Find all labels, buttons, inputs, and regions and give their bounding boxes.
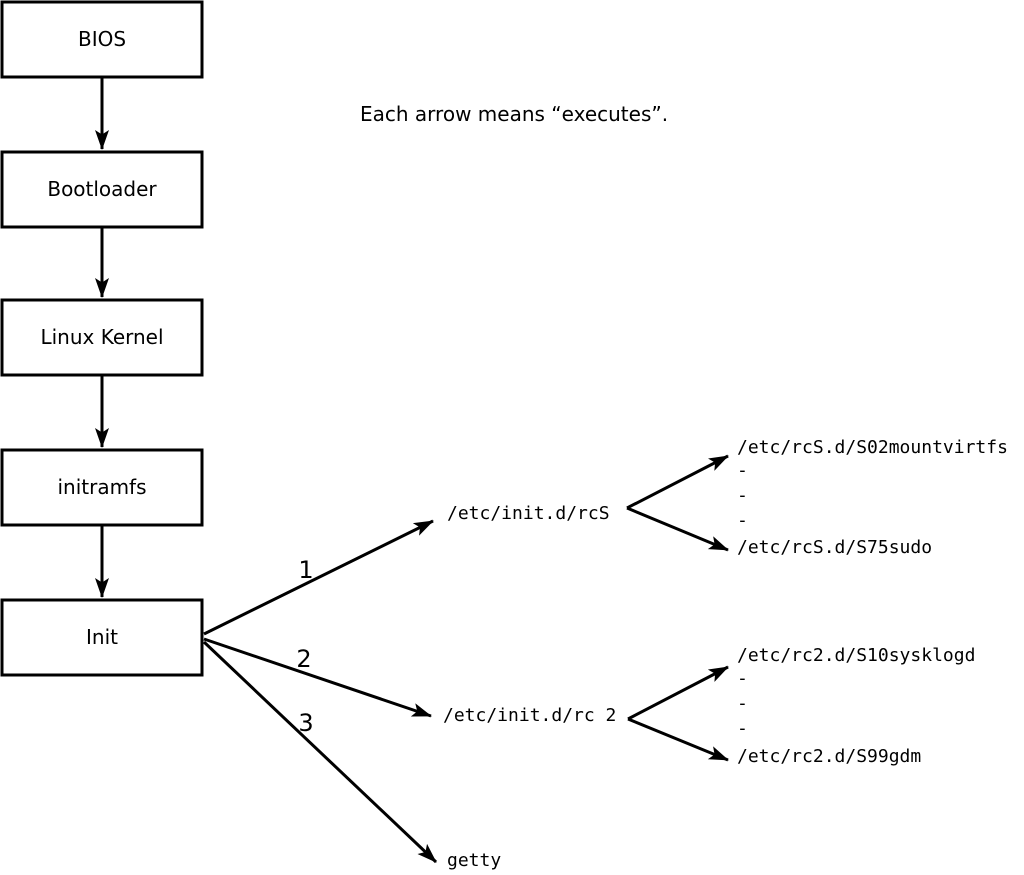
branch-rc2: /etc/init.d/rc 2 /etc/rc2.d/S10sysklogd … xyxy=(443,645,975,767)
leaf-s75sudo: /etc/rcS.d/S75sudo xyxy=(737,537,932,558)
label-init-d-rcs: /etc/init.d/rcS xyxy=(447,503,610,524)
label-getty: getty xyxy=(447,850,501,871)
leaf-s02mountvirtfs: /etc/rcS.d/S02mountvirtfs xyxy=(737,437,1008,458)
arrow-number-3: 3 xyxy=(298,709,313,737)
box-bios-label: BIOS xyxy=(78,27,126,51)
arrow-init-to-getty xyxy=(202,640,438,864)
label-init-d-rc2: /etc/init.d/rc 2 xyxy=(443,705,616,726)
branch-getty: getty xyxy=(447,850,501,871)
leaf-s99gdm: /etc/rc2.d/S99gdm xyxy=(737,746,921,767)
leaf-ellipsis-dash: - xyxy=(737,485,748,506)
arrow-init-to-rcs xyxy=(203,519,434,636)
box-bios xyxy=(0,0,204,79)
box-linux-kernel xyxy=(0,298,204,377)
leaf-ellipsis-dash: - xyxy=(737,718,748,739)
box-initramfs-label: initramfs xyxy=(57,475,146,499)
box-bootloader-label: Bootloader xyxy=(47,177,157,201)
box-linux-kernel-label: Linux Kernel xyxy=(40,325,163,349)
leaf-ellipsis-dash: - xyxy=(737,510,748,531)
leaf-ellipsis-dash: - xyxy=(737,460,748,481)
box-init xyxy=(0,598,204,677)
leaf-ellipsis-dash: - xyxy=(737,668,748,689)
arrow-number-2: 2 xyxy=(296,645,311,673)
chain-boxes: BIOS Bootloader Linux Kernel initramfs I… xyxy=(0,0,204,677)
box-bootloader xyxy=(0,150,204,229)
arrow-init-to-rc2 xyxy=(203,637,432,718)
arrow-number-1: 1 xyxy=(298,556,313,584)
branch-rcs: /etc/init.d/rcS /etc/rcS.d/S02mountvirtf… xyxy=(447,437,1008,558)
arrow-rcs-to-s75 xyxy=(626,506,729,552)
arrow-rc2-to-s99 xyxy=(627,717,729,762)
arrow-rcs-to-s02 xyxy=(626,454,729,510)
leaf-ellipsis-dash: - xyxy=(737,693,748,714)
note-arrow-meaning: Each arrow means “executes”. xyxy=(360,102,668,126)
arrow-rc2-to-s10 xyxy=(627,665,729,721)
init-fanout: 1 2 3 xyxy=(202,519,438,864)
box-init-label: Init xyxy=(86,625,118,649)
leaf-s10sysklogd: /etc/rc2.d/S10sysklogd xyxy=(737,645,975,666)
